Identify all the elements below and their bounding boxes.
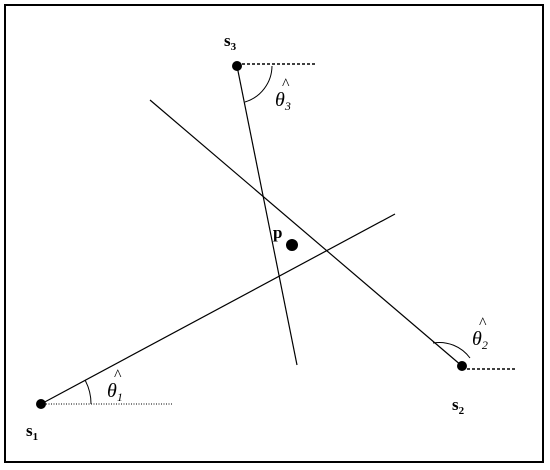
svg-text:θ1: θ1 — [107, 380, 123, 404]
sensor-label-s2: s2 — [452, 395, 465, 417]
angle-label-s2: ^ θ2 — [472, 315, 488, 352]
sensor-label-s3: s3 — [224, 31, 237, 53]
svg-text:θ2: θ2 — [472, 328, 488, 352]
svg-text:^: ^ — [479, 315, 487, 332]
sensor-point-s2 — [457, 361, 467, 371]
target-point-p — [286, 239, 298, 251]
angle-arc-s3 — [244, 65, 273, 103]
svg-text:θ3: θ3 — [275, 89, 291, 113]
angle-label-s1: ^ θ1 — [107, 367, 123, 404]
svg-text:^: ^ — [282, 76, 290, 93]
sensor-point-s1 — [36, 399, 46, 409]
angle-arc-s1 — [84, 379, 92, 405]
bearing-line-s1 — [40, 213, 396, 405]
angle-arc-s2 — [432, 342, 471, 359]
bearing-line-s2 — [149, 99, 463, 367]
svg-text:^: ^ — [114, 367, 122, 384]
angle-label-s3: ^ θ3 — [275, 76, 291, 113]
diagram-frame — [4, 4, 544, 463]
target-label-p: p — [273, 223, 282, 242]
bearing-line-s3 — [236, 65, 298, 366]
sensor-point-s3 — [232, 61, 242, 71]
sensor-label-s1: s1 — [26, 421, 38, 443]
